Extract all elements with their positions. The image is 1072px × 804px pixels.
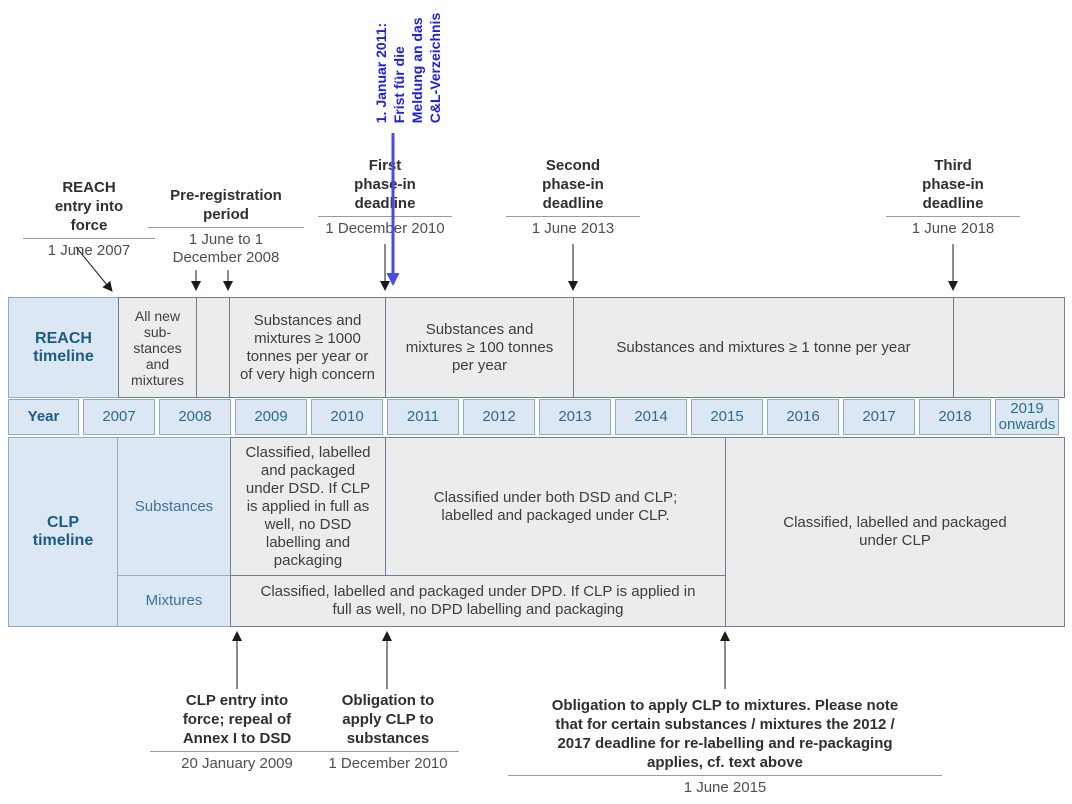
annotation-title: Obligation to apply CLP to substances [317,691,459,752]
annotation-pre-registration-period: Pre-registration period 1 June to 1 Dece… [148,186,304,267]
year-cell-2015: 2015 [691,399,763,435]
year-cell-2011: 2011 [387,399,459,435]
year-cell-2019-onwards: 2019 onwards [995,399,1059,435]
reach-cell-ge-100-tonnes: Substances and mixtures ≥ 100 tonnes per… [385,297,574,398]
reach-cell-ge-1-tonne: Substances and mixtures ≥ 1 tonne per ye… [573,297,954,398]
reach-cell-preregistration-gap [196,297,230,398]
annotation-date: 1 December 2010 [328,755,448,772]
annotation-reach-entry-into-force: REACH entry into force 1 June 2007 [23,178,155,260]
annotation-clp-entry-into-force: CLP entry into force; repeal of Annex I … [150,691,324,773]
annotation-title: Third phase-in deadline [886,156,1020,217]
year-cell-2013: 2013 [539,399,611,435]
clp-cell-substances-dsd: Classified, labelled and packaged under … [230,437,386,576]
year-cell-2010: 2010 [311,399,383,435]
clp-cell-substances-dsd-and-clp: Classified under both DSD and CLP; label… [385,437,726,576]
annotation-title: REACH entry into force [23,178,155,239]
candl-inventory-note: 1. Januar 2011: Frist für die Meldung an… [340,0,476,136]
annotation-title: CLP entry into force; repeal of Annex I … [150,691,324,752]
annotation-first-phase-in-deadline: First phase-in deadline 1 December 2010 [318,156,452,238]
year-row: Year 2007 2008 2009 2010 2011 2012 2013 … [8,399,1064,435]
reach-cell-all-new-substances: All new sub- stances and mixtures [118,297,197,398]
year-row-label: Year [8,399,79,435]
year-cell-2018: 2018 [919,399,991,435]
year-cell-2008: 2008 [159,399,231,435]
annotation-second-phase-in-deadline: Second phase-in deadline 1 June 2013 [506,156,640,238]
reach-cell-ge-1000-tonnes: Substances and mixtures ≥ 1000 tonnes pe… [229,297,386,398]
annotation-obligation-clp-mixtures: Obligation to apply CLP to mixtures. Ple… [508,696,942,797]
annotation-title: First phase-in deadline [318,156,452,217]
year-cell-2014: 2014 [615,399,687,435]
clp-cell-mixtures-dpd: Classified, labelled and packaged under … [230,575,726,627]
annotation-date: 1 June 2018 [911,220,995,237]
year-cell-2009: 2009 [235,399,307,435]
annotation-date: 1 June 2015 [683,779,767,796]
clp-row-label-mixtures: Mixtures [117,575,231,627]
annotation-date: 1 December 2010 [325,220,445,237]
year-cell-2012: 2012 [463,399,535,435]
reach-timeline-header: REACH timeline [8,297,119,398]
clp-row-label-substances: Substances [117,437,231,576]
clp-cell-full-clp: Classified, labelled and packaged under … [725,437,1065,627]
annotation-title: Obligation to apply CLP to mixtures. Ple… [508,696,942,776]
annotation-date: 20 January 2009 [181,755,293,772]
annotation-date: 1 June 2007 [47,242,131,259]
clp-timeline-header: CLP timeline [8,437,118,627]
year-cell-2016: 2016 [767,399,839,435]
annotation-date: 1 June 2013 [531,220,615,237]
annotation-title: Pre-registration period [148,186,304,228]
year-cell-2017: 2017 [843,399,915,435]
reach-cell-after-2018 [953,297,1065,398]
annotation-obligation-clp-substances: Obligation to apply CLP to substances 1 … [317,691,459,773]
annotation-date: 1 June to 1 December 2008 [172,231,280,266]
annotation-title: Second phase-in deadline [506,156,640,217]
year-cell-2007: 2007 [83,399,155,435]
candl-inventory-note-text: 1. Januar 2011: Frist für die Meldung an… [372,12,443,124]
annotation-third-phase-in-deadline: Third phase-in deadline 1 June 2018 [886,156,1020,238]
